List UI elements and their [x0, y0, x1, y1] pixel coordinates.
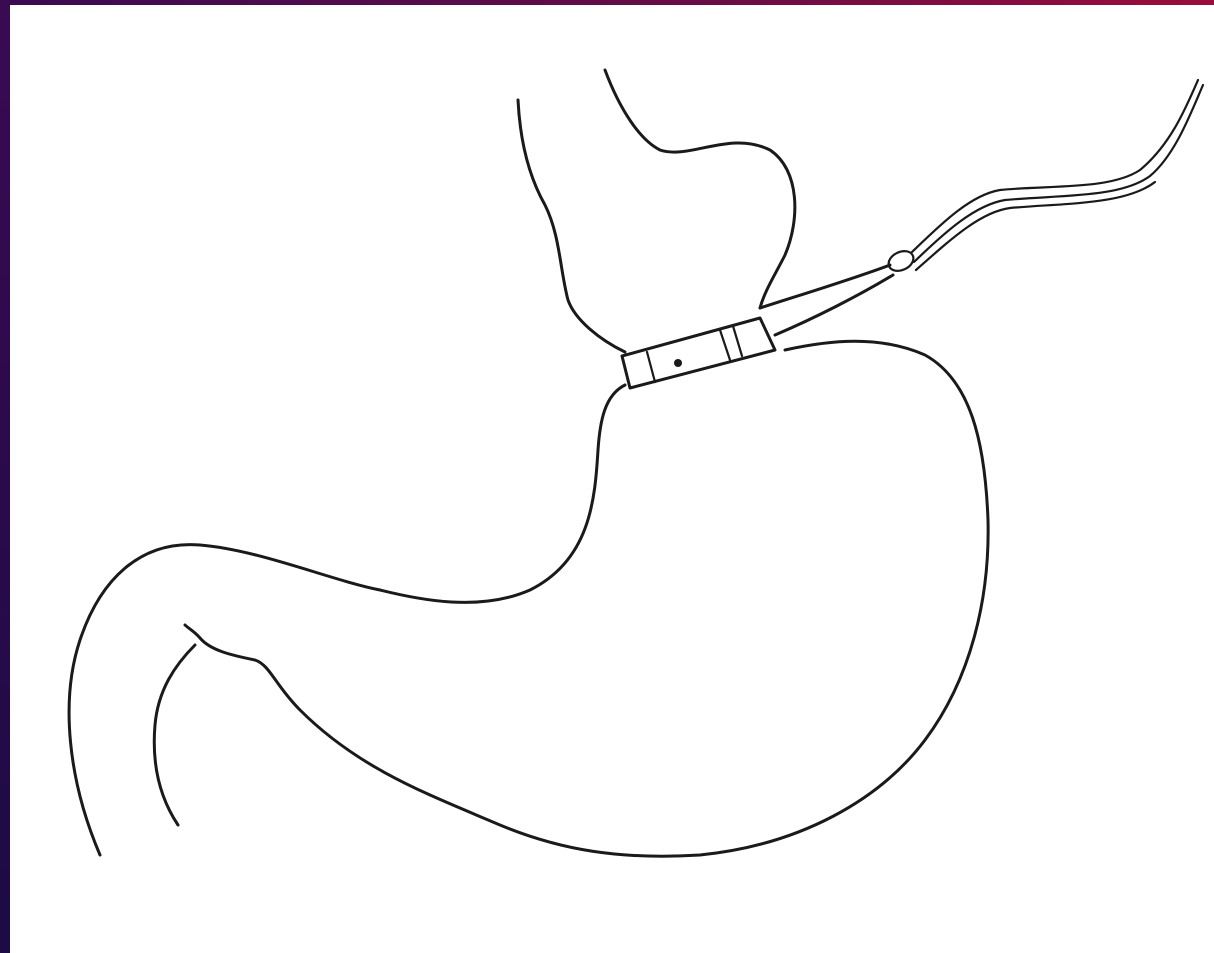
- frame-left-border: [0, 0, 10, 953]
- band-stripe-1: [647, 352, 655, 382]
- drawing-canvas: [10, 5, 1214, 953]
- duodenum-inner-wall: [154, 645, 195, 825]
- esophagus-left-wall: [518, 100, 625, 352]
- band-body: [622, 318, 775, 388]
- stomach-lesser-curvature: [69, 385, 625, 855]
- esophagus-right-wall: [605, 70, 795, 308]
- stomach-illustration: [10, 5, 1214, 953]
- stomach-greater-curvature: [185, 341, 988, 856]
- band-stripe-3: [733, 326, 742, 356]
- tube-tail-3: [916, 182, 1155, 270]
- band-dot: [674, 359, 682, 367]
- band-stripe-2: [720, 330, 730, 360]
